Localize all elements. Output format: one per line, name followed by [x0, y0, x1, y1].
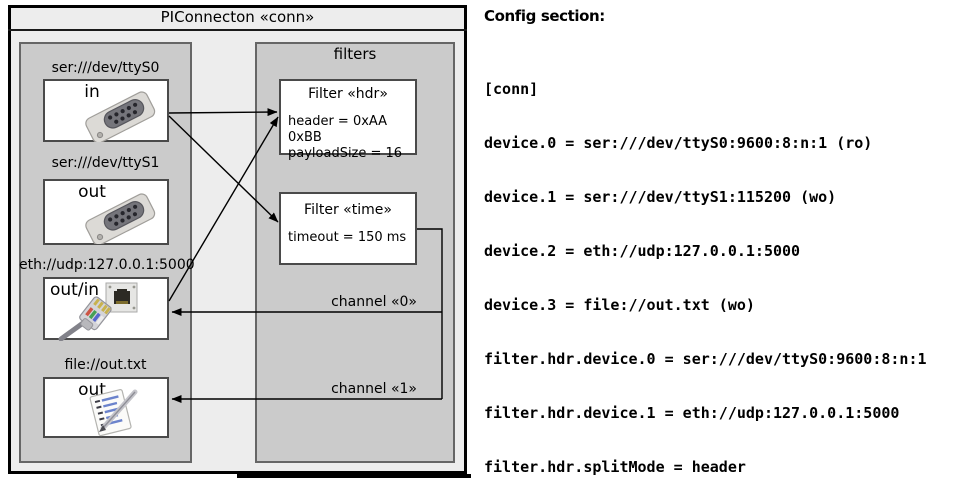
config-line: filter.hdr.device.0 = ser:///dev/ttyS0:9… [484, 350, 927, 368]
diagram-title: PIConnecton «conn» [160, 8, 315, 26]
serial-connector-icon [85, 91, 156, 142]
device-mode-label: out [78, 182, 106, 202]
config-text: [conn] device.0 = ser:///dev/ttyS0:9600:… [484, 44, 936, 484]
config-line: device.3 = file://out.txt (wo) [484, 296, 755, 314]
filter-hdr-title: Filter «hdr» [308, 86, 388, 102]
filter-hdr-prop-header: header = 0xAA 0xBB [288, 114, 388, 145]
config-line: filter.hdr.device.1 = eth://udp:127.0.0.… [484, 404, 900, 422]
device-box-file: out [43, 377, 169, 438]
device-mode-label: out/in [50, 280, 100, 300]
device-box-ser0: in [43, 79, 169, 142]
device-uri-label-file: file://out.txt [64, 357, 147, 373]
config-line: device.1 = ser:///dev/ttyS1:115200 (wo) [484, 188, 837, 206]
device-uri-label-ser0: ser:///dev/ttyS0 [51, 60, 160, 76]
filter-hdr-prop-payloadsize: payloadSize = 16 [288, 146, 403, 161]
config-line: [conn] [484, 80, 539, 98]
filter-time-title: Filter «time» [304, 202, 392, 218]
ethernet-port-icon [105, 282, 138, 313]
frame-shadow [237, 474, 471, 478]
config-line: device.2 = eth://udp:127.0.0.1:5000 [484, 242, 801, 260]
filters-panel-title: filters [333, 45, 377, 63]
channel-0-label: channel «0» [331, 294, 417, 310]
channel-1-label: channel «1» [331, 381, 417, 397]
device-uri-label-eth: eth://udp:127.0.0.1:5000 [19, 257, 195, 273]
filter-hdr-box: Filter «hdr» header = 0xAA 0xBB payloadS… [279, 79, 417, 161]
filter-time-box: Filter «time» timeout = 150 ms [279, 192, 417, 265]
device-box-eth: out/in [43, 277, 169, 341]
ethernet-cable-icon [58, 296, 112, 341]
config-line: device.0 = ser:///dev/ttyS0:9600:8:n:1 (… [484, 134, 873, 152]
notepad-icon [89, 389, 138, 437]
config-section-heading: Config section: [484, 7, 605, 25]
device-uri-label-ser1: ser:///dev/ttyS1 [51, 155, 160, 171]
device-mode-label: in [84, 82, 100, 102]
config-line: filter.hdr.splitMode = header [484, 458, 746, 476]
device-box-ser1: out [43, 179, 169, 245]
title-separator [8, 29, 467, 31]
filter-time-prop-timeout: timeout = 150 ms [288, 230, 407, 245]
serial-connector-icon [85, 193, 156, 244]
